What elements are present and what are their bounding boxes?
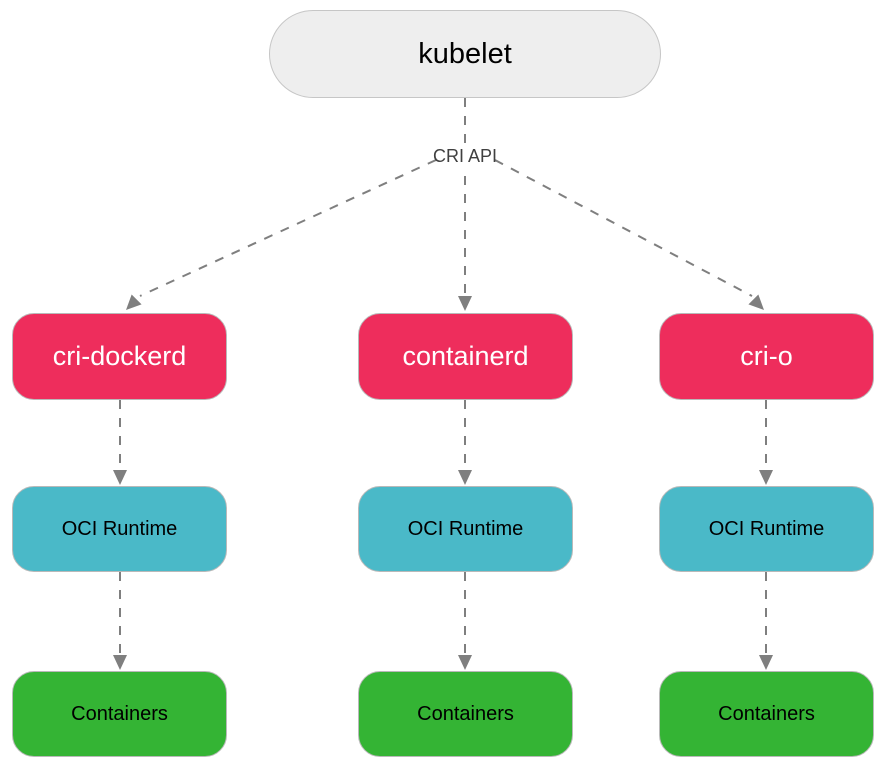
arrowhead-oci-left	[113, 470, 127, 485]
arrowhead-oci-right	[759, 470, 773, 485]
arrowhead-oci-middle	[458, 470, 472, 485]
containers-node-middle: Containers	[358, 671, 573, 757]
runtime-node-containerd: containerd	[358, 313, 573, 400]
arrowhead-containers-middle	[458, 655, 472, 670]
oci-runtime-node-left: OCI Runtime	[12, 486, 227, 572]
containers-label: Containers	[417, 702, 514, 725]
oci-runtime-node-middle: OCI Runtime	[358, 486, 573, 572]
oci-runtime-label: OCI Runtime	[61, 517, 178, 540]
containers-node-right: Containers	[659, 671, 874, 757]
runtime-node-cri-o: cri-o	[659, 313, 874, 400]
arrowhead-cri-dockerd	[126, 294, 142, 310]
arrowhead-containers-left	[113, 655, 127, 670]
runtime-label: cri-o	[740, 341, 793, 371]
containers-node-left: Containers	[12, 671, 227, 757]
arrowhead-containers-right	[759, 655, 773, 670]
oci-runtime-label: OCI Runtime	[708, 517, 825, 540]
containers-label: Containers	[718, 702, 815, 725]
runtime-label: cri-dockerd	[52, 341, 187, 371]
runtime-node-cri-dockerd: cri-dockerd	[12, 313, 227, 400]
arrowhead-containerd	[458, 296, 472, 311]
runtime-label: containerd	[402, 341, 529, 371]
edge-cri-api-to-cri-dockerd	[139, 159, 437, 297]
arrowhead-cri-o	[748, 294, 764, 310]
oci-runtime-label: OCI Runtime	[407, 517, 524, 540]
edge-cri-api-to-cri-o	[494, 159, 753, 297]
cri-api-label: CRI API	[432, 146, 498, 166]
kubelet-node: kubelet	[269, 10, 661, 98]
kubelet-label: kubelet	[418, 37, 512, 70]
containers-label: Containers	[71, 702, 168, 725]
oci-runtime-node-right: OCI Runtime	[659, 486, 874, 572]
